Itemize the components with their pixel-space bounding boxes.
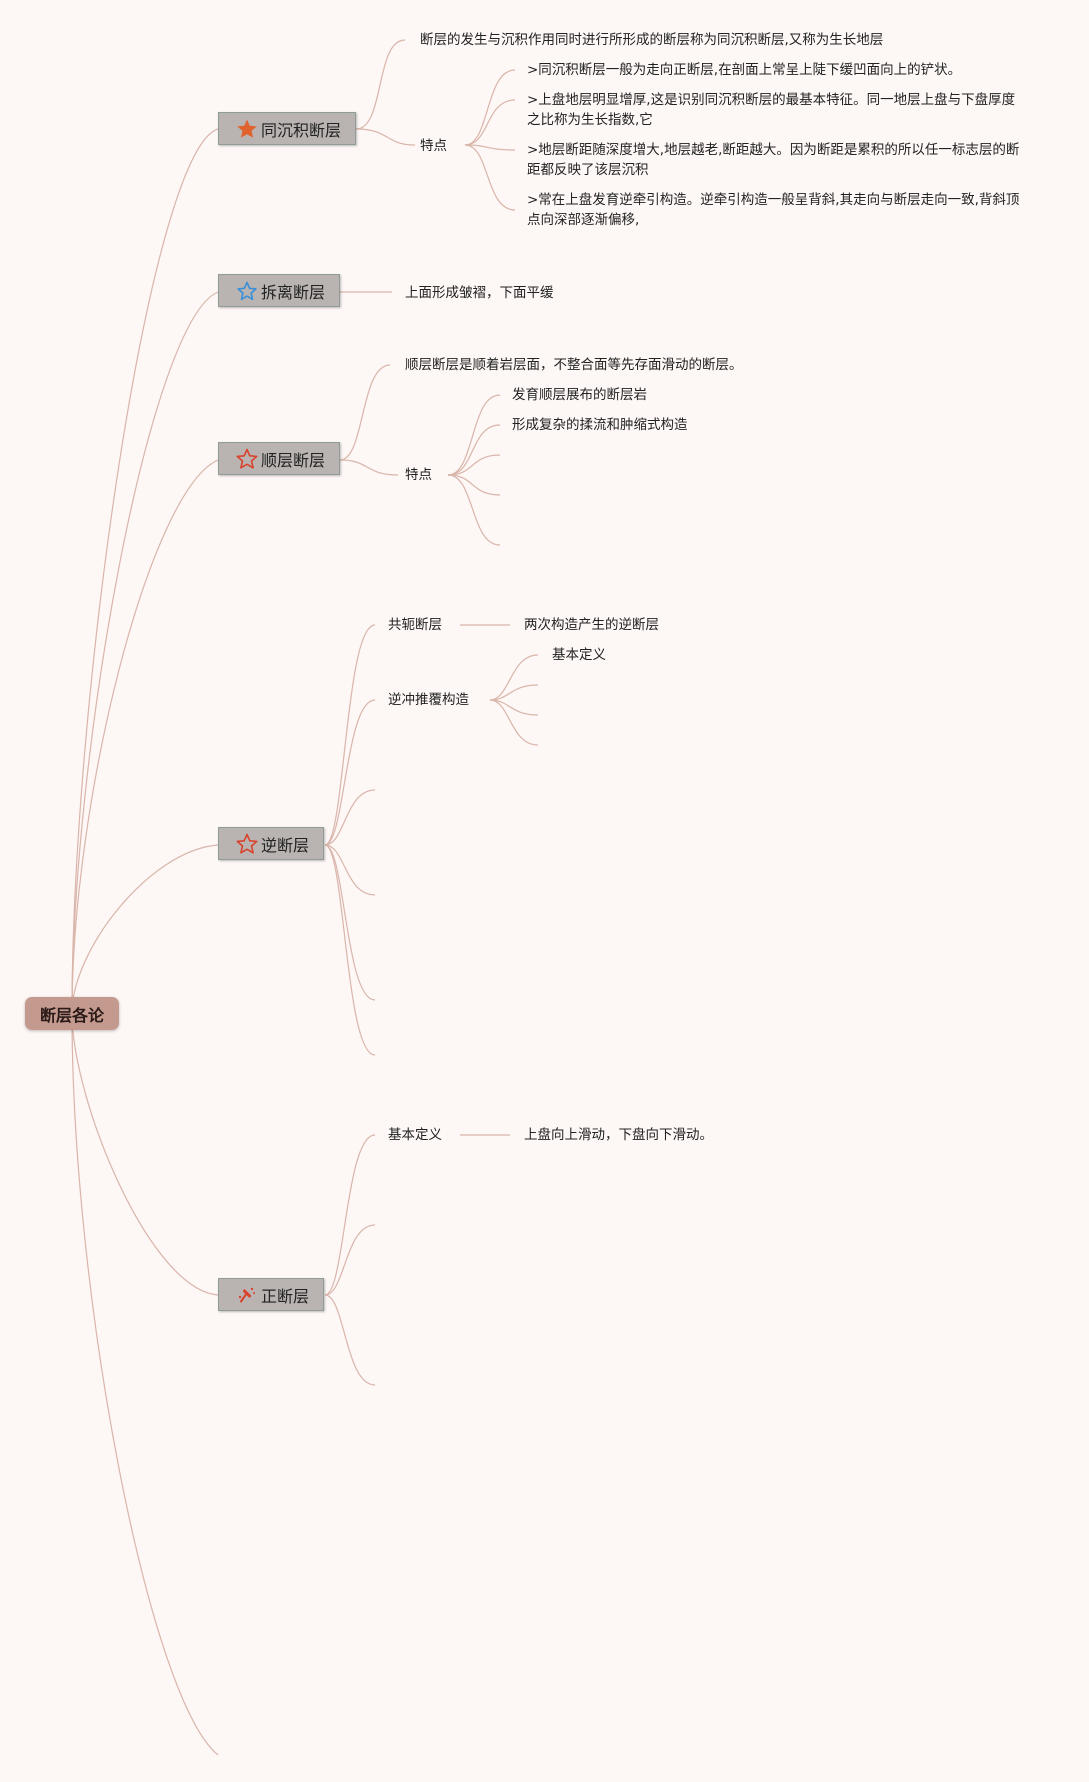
branch-normal-fault[interactable]: 正断层 <box>218 1278 324 1311</box>
bedding-features-label: 特点 <box>405 467 432 483</box>
filled-star-icon <box>235 117 259 141</box>
branch-bedding-fault[interactable]: 顺层断层 <box>218 442 340 475</box>
branch-detachment-label: 拆离断层 <box>261 282 326 302</box>
normal-def-label: 基本定义 <box>388 1127 442 1143</box>
syndepositional-feature-2: >上盘地层明显增厚,这是识别同沉积断层的最基本特征。同一地层上盘与下盘厚度之比称… <box>527 92 1016 128</box>
reverse-thrust-label: 逆冲推覆构造 <box>388 692 469 708</box>
branch-syndepositional-fault[interactable]: 同沉积断层 <box>218 112 356 145</box>
reverse-conjugate-label: 共轭断层 <box>388 617 442 633</box>
bedding-feature-2: 形成复杂的揉流和肿缩式构造 <box>512 417 688 433</box>
bedding-feature-1: 发育顺层展布的断层岩 <box>512 387 647 403</box>
root-node[interactable]: 断层各论 <box>25 997 119 1030</box>
blue-star-outline-icon <box>235 279 259 303</box>
red-star-outline-icon <box>235 832 259 856</box>
root-label: 断层各论 <box>39 1005 104 1025</box>
syndepositional-definition: 断层的发生与沉积作用同时进行所形成的断层称为同沉积断层,又称为生长地层 <box>420 32 884 48</box>
bedding-definition: 顺层断层是顺着岩层面，不整合面等先存面滑动的断层。 <box>405 357 743 373</box>
syndepositional-feature-3: >地层断距随深度增大,地层越老,断距越大。因为断距是累积的所以任一标志层的断距都… <box>527 142 1020 178</box>
branch-reverse-label: 逆断层 <box>261 835 310 855</box>
detachment-description: 上面形成皱褶，下面平缓 <box>405 285 554 301</box>
branch-syndepositional-label: 同沉积断层 <box>261 120 342 140</box>
branch-normal-label: 正断层 <box>261 1286 310 1306</box>
branch-reverse-fault[interactable]: 逆断层 <box>218 827 324 860</box>
red-star-outline-icon <box>235 447 259 471</box>
syndepositional-feature-4: >常在上盘发育逆牵引构造。逆牵引构造一般呈背斜,其走向与断层走向一致,背斜顶点向… <box>527 192 1020 228</box>
reverse-thrust-def-label: 基本定义 <box>552 647 606 663</box>
branch-bedding-label: 顺层断层 <box>261 450 326 470</box>
syndepositional-features-label: 特点 <box>420 138 447 154</box>
reverse-conjugate-desc: 两次构造产生的逆断层 <box>524 617 659 633</box>
syndepositional-feature-1: >同沉积断层一般为走向正断层,在剖面上常呈上陡下缓凹面向上的铲状。 <box>527 62 962 78</box>
hammer-icon <box>235 1283 259 1307</box>
branch-detachment-fault[interactable]: 拆离断层 <box>218 274 340 307</box>
normal-def-desc: 上盘向上滑动，下盘向下滑动。 <box>524 1127 713 1143</box>
